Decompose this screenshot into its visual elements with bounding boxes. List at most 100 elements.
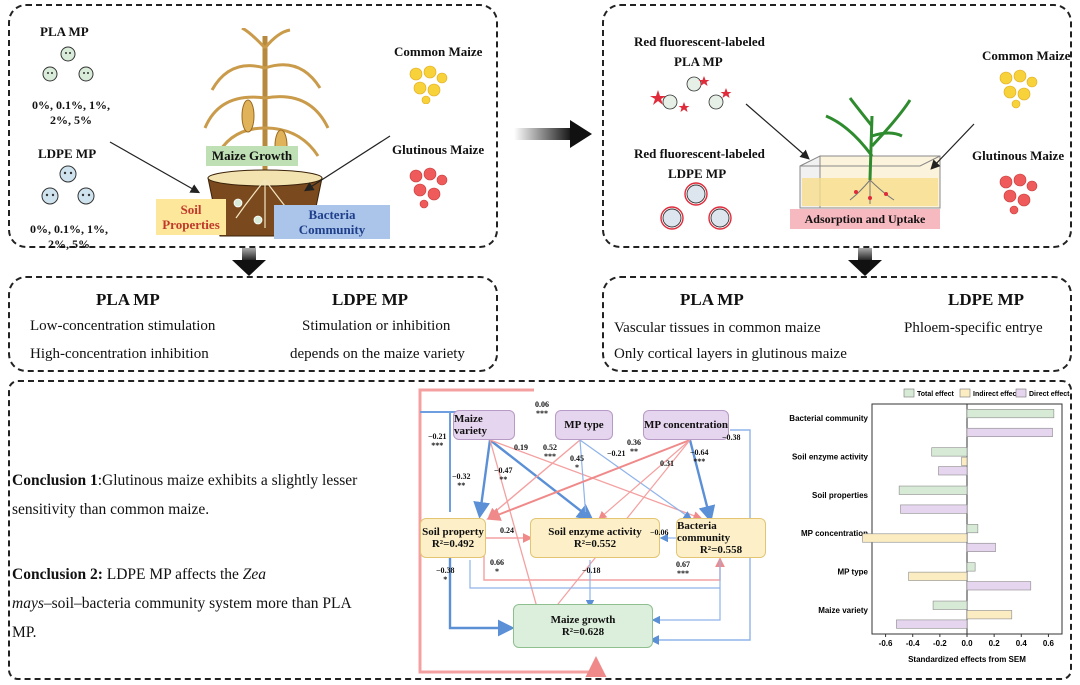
bar-1-3 xyxy=(862,533,968,543)
bar-0-1 xyxy=(931,447,968,457)
common-maize-kernels-icon xyxy=(409,65,448,104)
legend-swatch-0 xyxy=(903,388,915,398)
coef-m047: −0.47 ** xyxy=(494,466,513,484)
coef-m032: −0.32 ** xyxy=(452,472,471,490)
legend-swatch-2 xyxy=(1015,388,1027,398)
coef-m038b: −0.38 * xyxy=(436,566,455,584)
pla-mp-fluor-label: PLA MP xyxy=(674,54,723,69)
mr-pla-line2: Only cortical layers in glutinous maize xyxy=(614,346,847,362)
category-label-5: Maize variety xyxy=(818,606,868,615)
common-maize-label-2: Common Maize xyxy=(982,48,1071,63)
panel-growth-findings xyxy=(8,276,498,372)
legend-swatch-1 xyxy=(959,388,971,398)
coef-006: 0.06 *** xyxy=(535,400,549,418)
pla-concentrations: 0%, 0.1%, 1%,2%, 5% xyxy=(32,98,110,127)
xtick-label-6: 0.6 xyxy=(1043,639,1055,648)
mr-pla-title: PLA MP xyxy=(680,290,744,309)
down-arrow-left xyxy=(232,248,266,276)
coef-m021b: −0.21 xyxy=(607,449,626,458)
mr-ldpe-title: LDPE MP xyxy=(948,290,1025,309)
glutinous-maize-kernels-icon xyxy=(409,167,448,209)
category-label-3: MP concentration xyxy=(801,529,868,538)
coef-066: 0.66 * xyxy=(490,558,504,576)
red-label-pla: Red fluorescent-labeled xyxy=(634,34,765,49)
flow-arrow-right xyxy=(514,120,592,148)
bar-2-2 xyxy=(900,504,968,514)
xtick-label-5: 0.4 xyxy=(1016,639,1028,648)
category-label-2: Soil properties xyxy=(812,491,869,500)
xtick-label-0: -0.6 xyxy=(879,639,893,648)
bar-2-0 xyxy=(966,427,1053,437)
bar-0-2 xyxy=(898,485,968,495)
coef-067: 0.67 *** xyxy=(676,560,690,578)
coef-019: 0.19 xyxy=(514,443,528,452)
down-arrow-right xyxy=(848,248,882,276)
legend-label-1: Indirect effect xyxy=(973,391,1020,398)
common-maize-kernels-icon-2 xyxy=(999,69,1038,109)
coef-m018: −0.18 xyxy=(582,566,601,575)
panel-conclusions-sem xyxy=(8,380,1072,680)
glutinous-maize-kernels-icon-2 xyxy=(999,173,1038,215)
panel-experiment-uptake xyxy=(602,4,1072,248)
panel-experiment-growth xyxy=(8,4,498,248)
hydroponic-plant-illustration xyxy=(799,97,941,209)
mr-pla-line1: Vascular tissues in common maize xyxy=(614,320,821,336)
bar-0-0 xyxy=(966,409,1055,419)
category-label-0: Bacterial community xyxy=(789,414,868,423)
xtick-label-1: -0.4 xyxy=(906,639,920,648)
maize-growth-label: Maize Growth xyxy=(206,146,298,166)
category-label-4: MP type xyxy=(837,568,868,577)
ml-pla-title: PLA MP xyxy=(96,290,160,309)
ml-ldpe-line1: Stimulation or inhibition xyxy=(302,318,451,334)
bar-2-1 xyxy=(938,466,968,476)
bar-1-5 xyxy=(966,610,1013,620)
xtick-label-2: -0.2 xyxy=(933,639,947,648)
ldpe-fluor-particles-icon xyxy=(660,182,732,230)
pla-fluor-particles-icon xyxy=(650,76,732,112)
sem-node-mp-type: MP type xyxy=(555,410,613,440)
pla-mp-label: PLA MP xyxy=(40,24,89,39)
glutinous-maize-label: Glutinous Maize xyxy=(392,142,485,157)
adsorption-uptake-label: Adsorption and Uptake xyxy=(790,209,940,229)
ldpe-particles-icon xyxy=(41,165,95,205)
xtick-label-3: 0.0 xyxy=(961,639,973,648)
red-label-ldpe: Red fluorescent-labeled xyxy=(634,146,765,161)
coef-m006: −0.06 xyxy=(650,528,669,537)
ldpe-mp-fluor-label: LDPE MP xyxy=(668,166,727,181)
bar-0-5 xyxy=(932,600,968,610)
bar-2-5 xyxy=(896,619,968,629)
bar-1-1 xyxy=(961,456,968,466)
coef-024: 0.24 xyxy=(500,526,514,535)
bar-0-4 xyxy=(966,562,976,572)
coef-m038a: −0.38 xyxy=(722,433,741,442)
bar-2-3 xyxy=(966,542,996,552)
ml-ldpe-line2: depends on the maize variety xyxy=(290,346,465,362)
pla-particles-icon xyxy=(42,46,94,82)
bar-1-4 xyxy=(908,571,968,581)
maize-plant-illustration xyxy=(203,28,330,237)
coef-031: 0.31 xyxy=(660,459,674,468)
bar-2-4 xyxy=(966,581,1032,591)
x-axis-label: Standardized effects from SEM xyxy=(908,655,1026,664)
legend-label-0: Total effect xyxy=(917,391,954,398)
ml-pla-line1: Low-concentration stimulation xyxy=(30,318,216,334)
sem-node-mp-concentration: MP concentration xyxy=(643,410,729,440)
common-maize-label: Common Maize xyxy=(394,44,483,59)
ldpe-mp-label: LDPE MP xyxy=(38,146,97,161)
tl-arrows xyxy=(109,135,391,194)
glutinous-maize-label-2: Glutinous Maize xyxy=(972,148,1065,163)
ml-pla-line2: High-concentration inhibition xyxy=(30,346,209,362)
category-label-1: Soil enzyme activity xyxy=(792,453,869,462)
coef-045: 0.45 * xyxy=(570,454,584,472)
coef-036: 0.36 ** xyxy=(627,438,641,456)
mr-ldpe-line1: Phloem-specific entrye xyxy=(904,320,1043,336)
coef-m021a: −0.21 *** xyxy=(428,432,447,450)
conclusion-2: Conclusion 2: LDPE MP affects the Zea ma… xyxy=(12,566,352,641)
bar-0-3 xyxy=(966,524,979,534)
